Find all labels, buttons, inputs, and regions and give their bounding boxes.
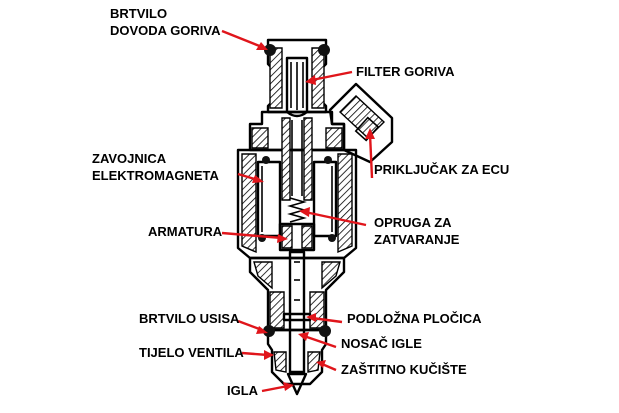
intake-oring-left [263,325,275,337]
label-solenoid-2: ELEKTROMAGNETA [92,168,219,183]
housing-wall-right [337,153,353,254]
label-fuel-inlet-seal-1: BRTVILO [110,6,167,21]
inlet-oring-right [318,44,330,56]
inlet-oring-left [264,44,276,56]
intake-oring-right [319,325,331,337]
label-closing-spring-2: ZATVARANJE [374,232,460,247]
label-valve-body: TIJELO VENTILA [139,345,244,360]
nozzle-cap [266,328,328,386]
label-solenoid-1: ZAVOJNICA [92,151,167,166]
needle-shaft [288,250,306,374]
label-ecu-connector: PRIKLJUČAK ZA ECU [374,162,509,177]
needle-tip [286,372,308,396]
housing-wall-left [241,153,257,254]
label-needle: IGLA [227,383,259,398]
pointer-arrows [221,29,375,393]
labels: BRTVILO DOVODA GORIVA FILTER GORIVA ZAVO… [92,6,509,398]
label-intake-seal: BRTVILO USISA [139,311,240,326]
label-shim: PODLOŽNA PLOČICA [347,311,482,326]
label-needle-holder: NOSAČ IGLE [341,336,422,351]
label-fuel-inlet-seal-2: DOVODA GORIVA [110,23,221,38]
label-protective-housing: ZAŠTITNO KUČIŠTE [341,362,467,377]
label-fuel-filter: FILTER GORIVA [356,64,455,79]
label-armature: ARMATURA [148,224,223,239]
label-closing-spring-1: OPRUGA ZA [374,215,452,230]
inlet-wall-left [269,47,283,109]
